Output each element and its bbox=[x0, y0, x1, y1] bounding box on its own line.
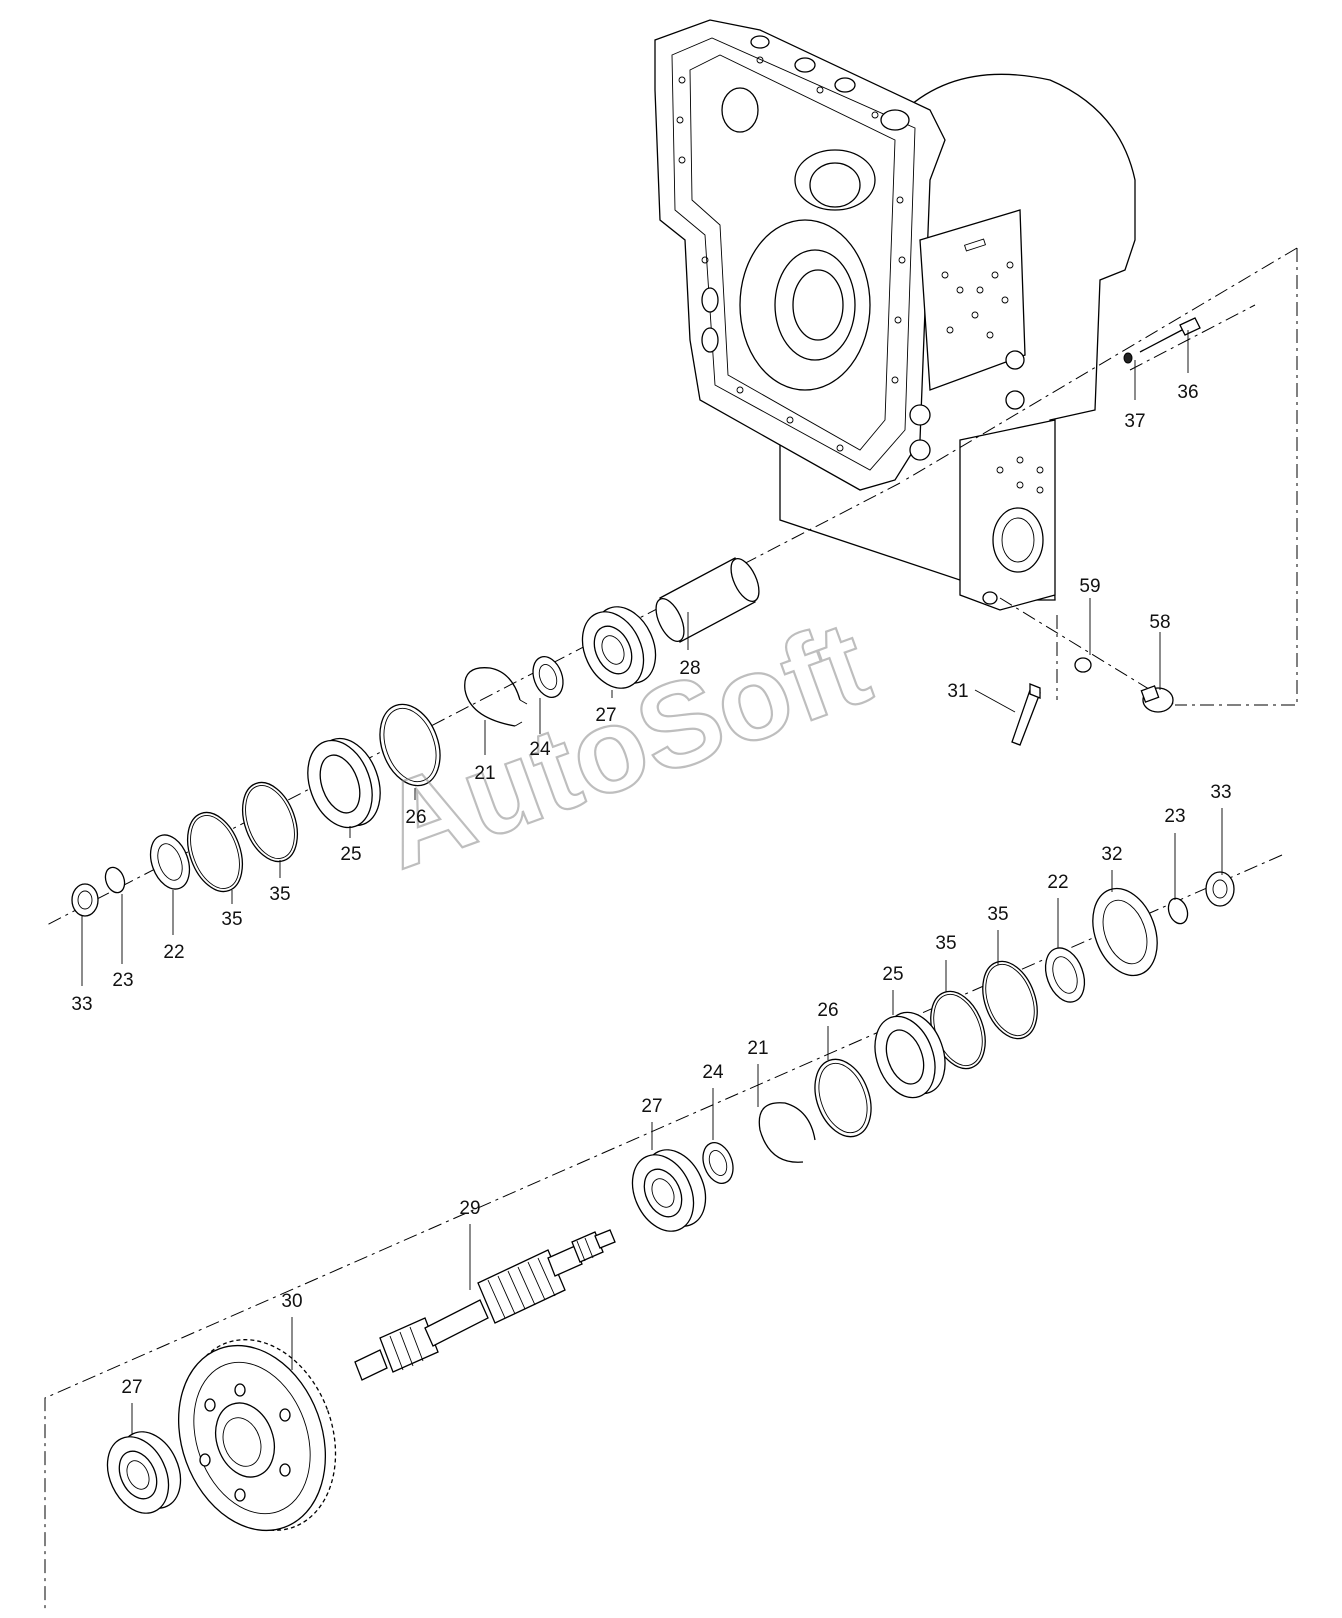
part-33-nut-upper bbox=[71, 883, 99, 917]
callout-33: 33 bbox=[71, 994, 92, 1015]
leader-lines bbox=[81, 330, 1223, 1435]
callout-37: 37 bbox=[1124, 411, 1145, 432]
upper-shaft-stack bbox=[71, 557, 760, 917]
transmission-housing bbox=[654, 19, 1136, 611]
part-23-washer-lower bbox=[1167, 897, 1189, 925]
part-35-oring-a bbox=[241, 781, 299, 863]
part-27-bearing-upper bbox=[581, 606, 657, 689]
callout-23: 23 bbox=[1164, 806, 1185, 827]
part-35-oring-b bbox=[186, 811, 244, 893]
part-21-snap-ring-upper bbox=[464, 667, 521, 727]
callout-labels: 36 37 59 58 31 28 27 24 21 26 25 35 35 2… bbox=[71, 382, 1231, 1398]
part-24-washer-upper bbox=[532, 656, 564, 698]
part-30-gear bbox=[177, 1339, 337, 1532]
callout-33: 33 bbox=[1210, 782, 1231, 803]
part-28-sleeve bbox=[655, 557, 760, 643]
part-25-hub-lower bbox=[874, 1011, 946, 1099]
callout-35: 35 bbox=[221, 909, 242, 930]
callout-25: 25 bbox=[882, 964, 903, 985]
part-22-seal-lower bbox=[1044, 947, 1086, 1003]
callout-26: 26 bbox=[405, 807, 426, 828]
part-37-washer bbox=[1123, 352, 1133, 364]
part-35-oring-c bbox=[982, 960, 1038, 1040]
callout-27: 27 bbox=[641, 1096, 662, 1117]
part-23-washer-upper bbox=[104, 866, 126, 894]
callout-35: 35 bbox=[935, 933, 956, 954]
callout-58: 58 bbox=[1149, 612, 1170, 633]
callout-24: 24 bbox=[702, 1062, 724, 1083]
callout-30: 30 bbox=[281, 1291, 302, 1312]
part-25-hub-upper bbox=[307, 737, 381, 829]
lower-shaft-stack bbox=[106, 871, 1235, 1532]
callout-25: 25 bbox=[340, 844, 361, 865]
part-24-washer-lower bbox=[702, 1142, 734, 1184]
callout-21: 21 bbox=[474, 763, 495, 784]
callout-35: 35 bbox=[987, 904, 1008, 925]
callout-31: 31 bbox=[947, 681, 968, 702]
callout-29: 29 bbox=[459, 1198, 480, 1219]
callout-27: 27 bbox=[121, 1377, 142, 1398]
part-21-snap-ring-lower bbox=[758, 1102, 816, 1163]
callout-21: 21 bbox=[747, 1038, 768, 1059]
callout-24: 24 bbox=[529, 739, 551, 760]
callout-28: 28 bbox=[679, 658, 700, 679]
callout-27: 27 bbox=[595, 705, 616, 726]
part-29-shaft bbox=[354, 1229, 616, 1381]
part-31-pin bbox=[1011, 683, 1041, 746]
callout-26: 26 bbox=[817, 1000, 838, 1021]
part-26-ring-lower bbox=[814, 1058, 872, 1138]
part-36-bolt bbox=[1139, 317, 1201, 353]
side-parts bbox=[1011, 317, 1201, 746]
callout-35: 35 bbox=[269, 884, 290, 905]
callout-22: 22 bbox=[163, 942, 184, 963]
part-32-cover bbox=[1092, 887, 1158, 977]
assembly-centerlines bbox=[44, 247, 1298, 1612]
callout-22: 22 bbox=[1047, 872, 1068, 893]
part-58-plug bbox=[1140, 685, 1174, 713]
part-59-oring bbox=[1074, 657, 1092, 673]
part-26-ring-upper bbox=[379, 703, 441, 787]
callout-23: 23 bbox=[112, 970, 133, 991]
part-27-bearing-mid bbox=[631, 1149, 707, 1232]
callout-32: 32 bbox=[1101, 844, 1122, 865]
part-33-nut-lower bbox=[1205, 871, 1235, 907]
callout-36: 36 bbox=[1177, 382, 1198, 403]
part-22-seal-upper bbox=[149, 834, 191, 890]
part-27-bearing-lower bbox=[106, 1431, 182, 1514]
callout-59: 59 bbox=[1079, 576, 1100, 597]
